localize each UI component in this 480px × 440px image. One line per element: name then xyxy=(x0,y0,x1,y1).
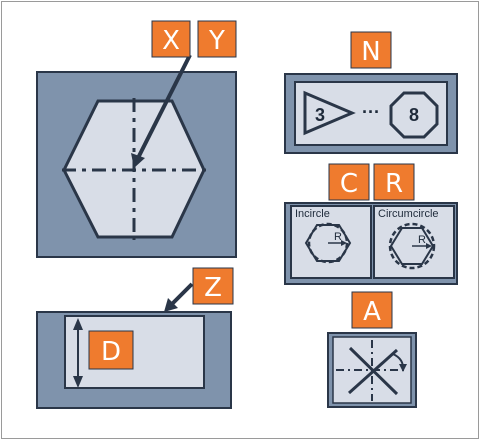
octagon-icon xyxy=(389,91,439,139)
circumcircle-circle-icon xyxy=(388,222,436,270)
incircle-radius-arrowhead xyxy=(341,240,347,246)
rotated-axis-line-2 xyxy=(347,348,399,395)
z-pointer-arrowhead xyxy=(164,298,178,312)
r-label: R xyxy=(385,169,403,199)
xy-pointer-arrowhead xyxy=(131,153,145,168)
rotation-angle-arrowhead xyxy=(399,364,407,372)
circumcircle-radius-arrowhead xyxy=(426,243,432,249)
a-tag: A xyxy=(351,291,393,329)
depth-dimension-top-arrowhead xyxy=(73,318,83,330)
sides-panel: 3 ··· 8 xyxy=(284,73,458,154)
circumcircle-label: Circumcircle xyxy=(378,208,439,220)
z-pointer-arrow xyxy=(170,282,194,306)
xy-pointer-arrow xyxy=(136,54,192,159)
cr-tag: C R xyxy=(328,163,415,201)
a-label: A xyxy=(363,297,381,327)
sides-ellipsis: ··· xyxy=(362,102,380,122)
z-label: Z xyxy=(204,273,222,303)
x-label: X xyxy=(162,26,180,56)
n-label: N xyxy=(361,37,380,67)
incircle-label: Incircle xyxy=(295,208,330,220)
xy-tag: X Y xyxy=(151,20,237,58)
z-tag: Z xyxy=(192,267,234,305)
c-label: C xyxy=(340,169,358,199)
y-label: Y xyxy=(208,26,225,56)
d-label: D xyxy=(101,337,121,367)
end-sides-value: 8 xyxy=(409,105,419,125)
triangle-icon xyxy=(303,90,356,136)
incircle-hexagon-icon xyxy=(304,224,352,262)
depth-panel: D xyxy=(36,311,232,409)
hexagon-panel xyxy=(36,71,237,258)
depth-dimension-bottom-arrowhead xyxy=(73,376,83,388)
circumcircle-radius-symbol: R xyxy=(418,234,426,246)
incircle-radius-symbol: R xyxy=(334,231,342,243)
radius-panel: Incircle R Circumcircle R xyxy=(284,202,458,285)
angle-panel xyxy=(327,332,417,408)
start-sides-value: 3 xyxy=(315,105,325,125)
n-tag: N xyxy=(350,31,392,69)
